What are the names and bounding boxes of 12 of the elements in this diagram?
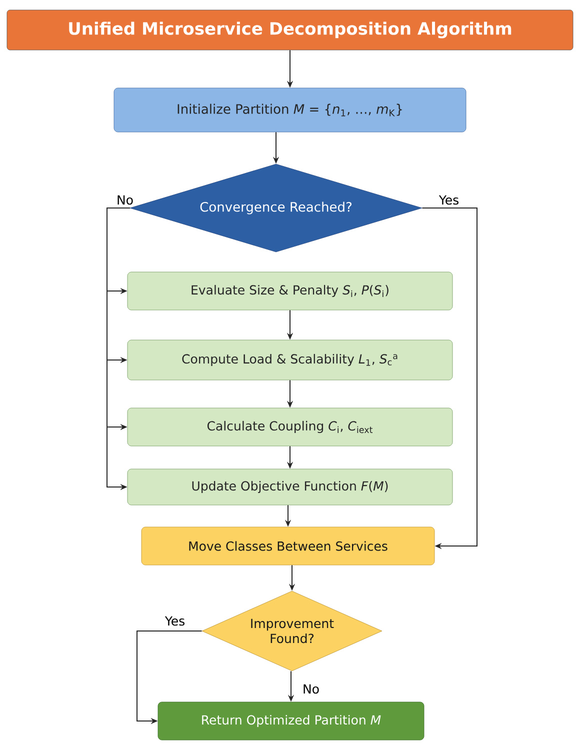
process-box: Evaluate Size & Penalty S$_{i}$, P(S$_{i}$) bbox=[127, 272, 453, 310]
process-box: Update Objective Function F(M) bbox=[127, 468, 453, 506]
edge-label: Yes bbox=[164, 615, 186, 627]
terminal-box: Return Optimized Partition M bbox=[158, 702, 424, 740]
process-box: Compute Load & Scalability L$_{1}$, S$_{c}$a bbox=[127, 340, 453, 380]
edge-label: Yes bbox=[438, 194, 460, 206]
title-banner: Unified Microservice Decomposition Algorithm bbox=[6, 10, 574, 50]
arrow bbox=[422, 208, 478, 550]
edge-label: No bbox=[302, 683, 320, 695]
process-box: Calculate Coupling C$_{i}$, C$_{iext}$ bbox=[127, 408, 453, 446]
process-box: Move Classes Between Services bbox=[141, 526, 435, 566]
process-box: Initialize Partition M = {n$_{1}$, …, m$_{K}$} bbox=[114, 88, 466, 132]
